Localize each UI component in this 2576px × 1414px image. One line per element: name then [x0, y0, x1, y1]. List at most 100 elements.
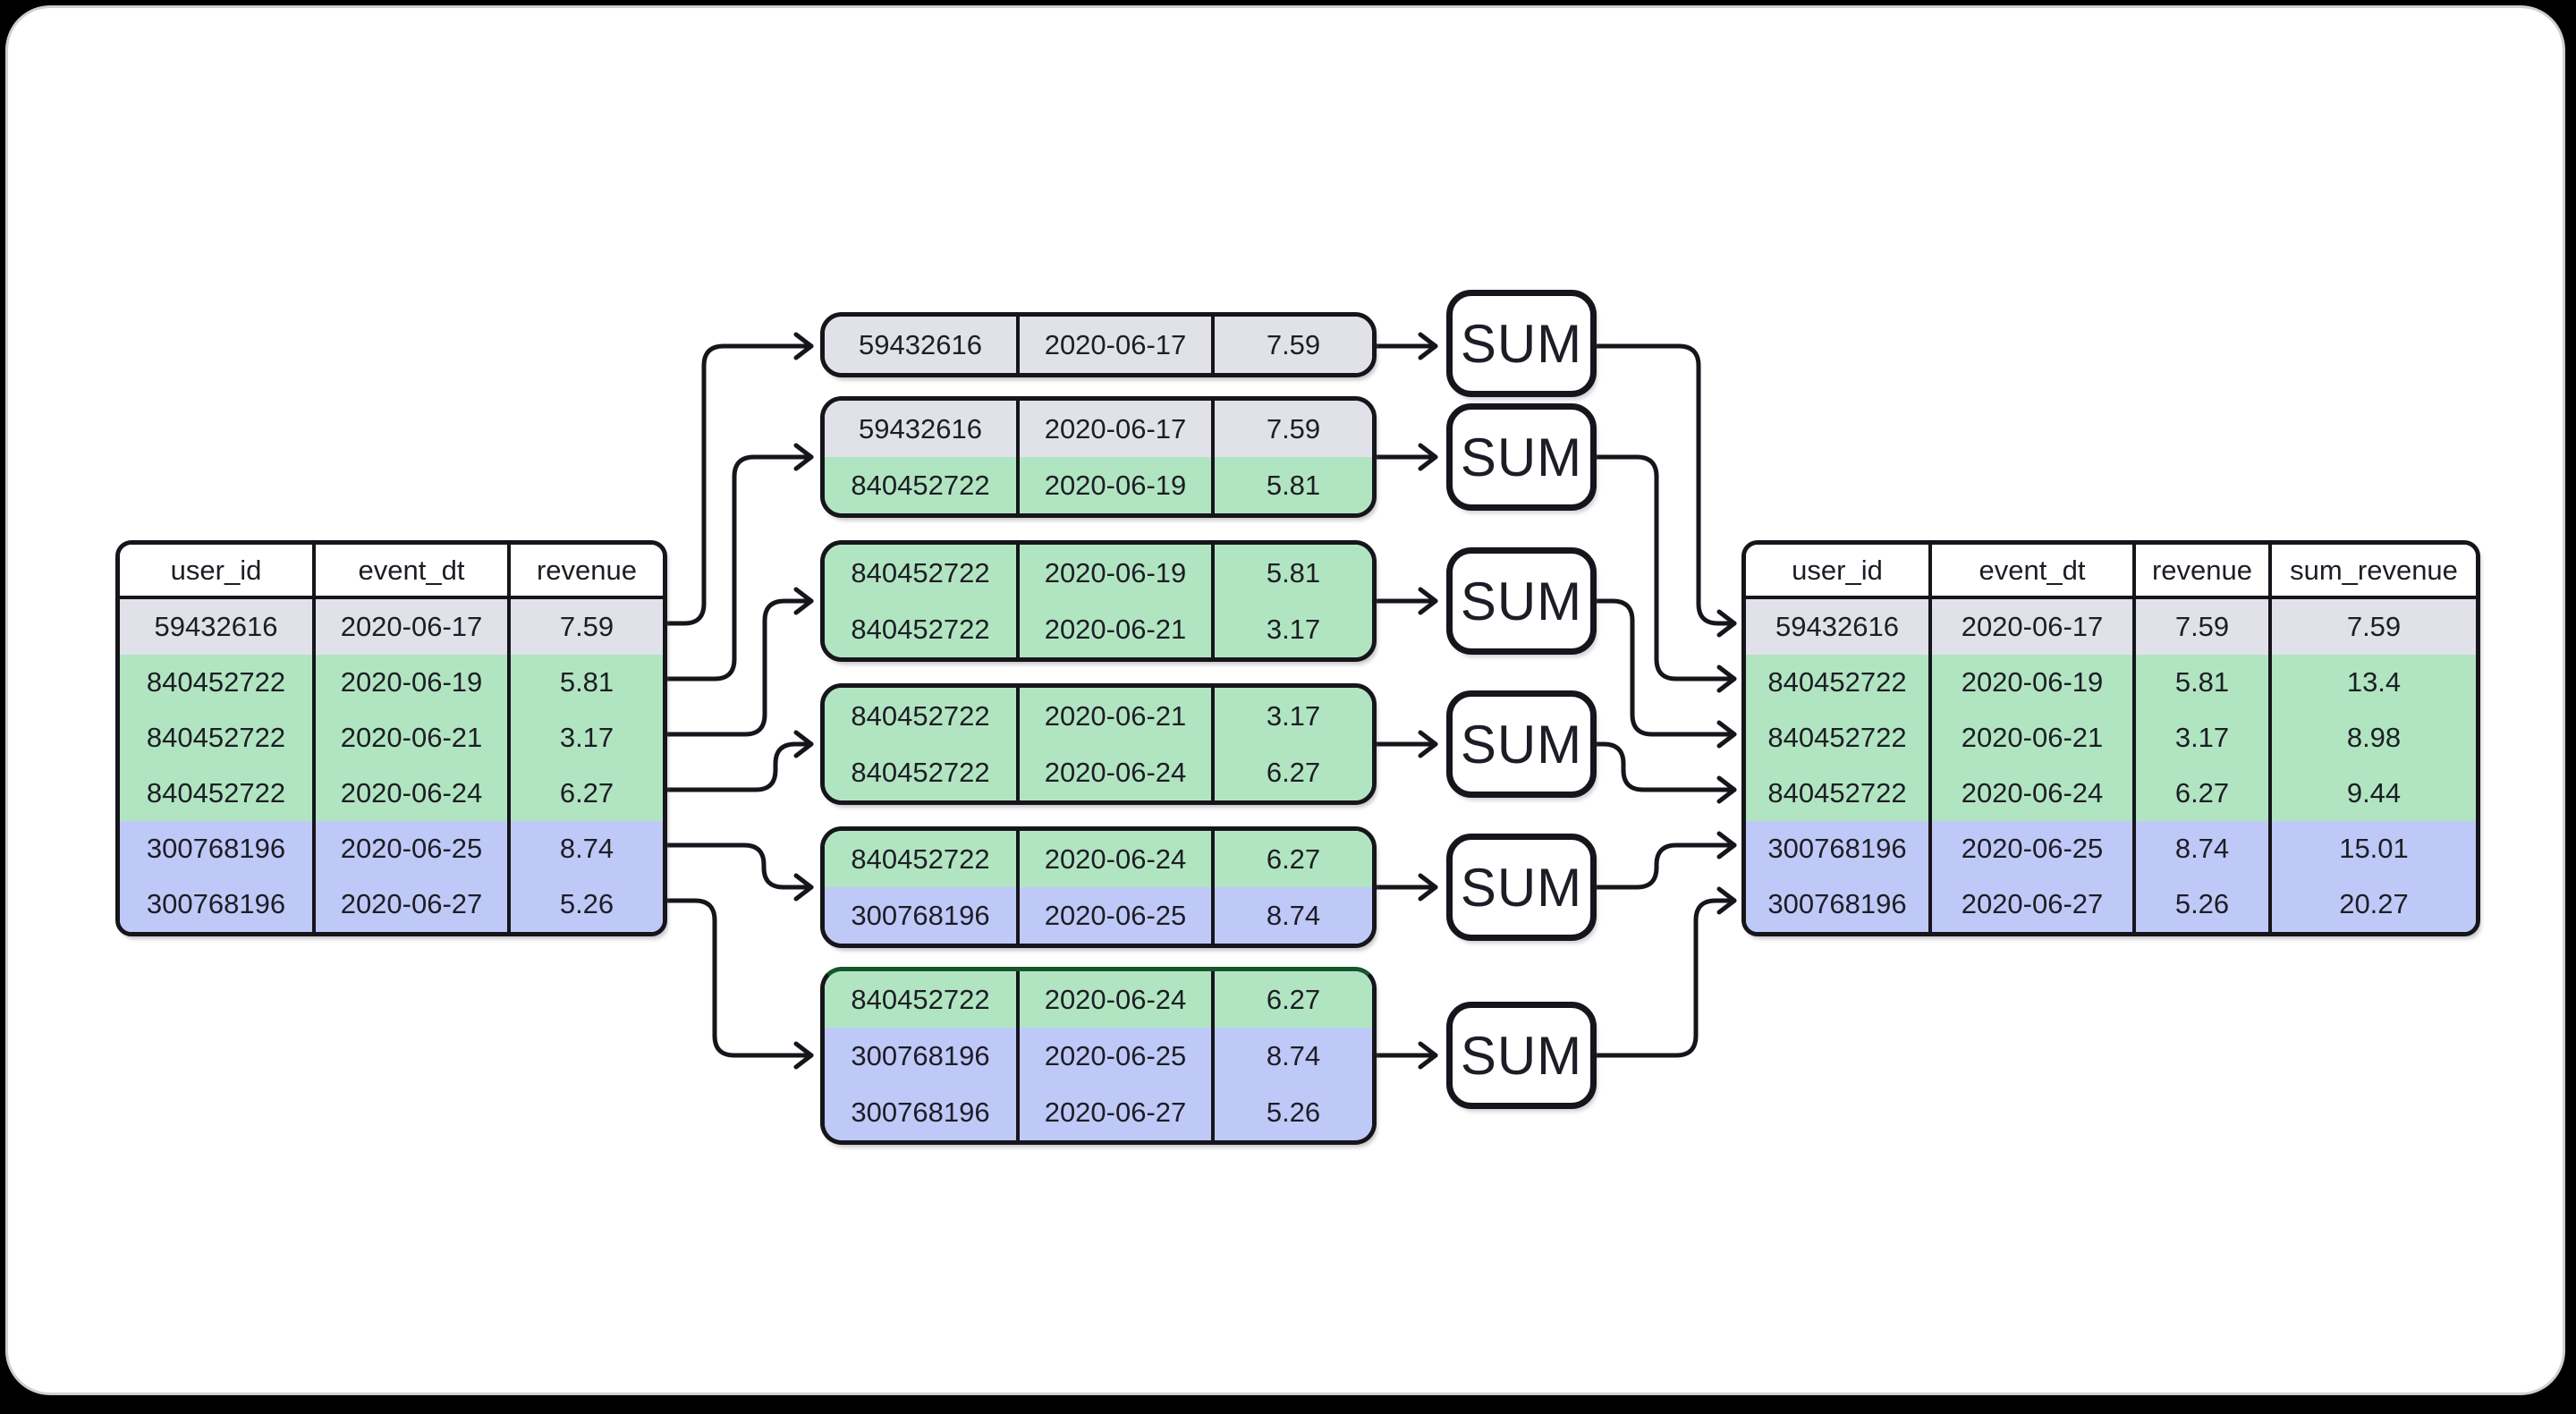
sum-node-3: SUM	[1446, 547, 1597, 655]
column-header-user-id: user_id	[120, 545, 316, 596]
cell-revenue: 8.74	[1266, 1039, 1321, 1071]
cell-revenue: 8.74	[2136, 821, 2272, 876]
column-header-revenue: revenue	[536, 554, 638, 586]
cell-event-dt: 2020-06-19	[316, 655, 511, 710]
cell-revenue: 6.27	[1266, 983, 1321, 1015]
sum-node-label: SUM	[1460, 571, 1583, 631]
sum-node-label: SUM	[1460, 313, 1583, 374]
cell-user-id: 59432616	[1746, 599, 1932, 655]
arrow-sum-4-to-result-row-4	[1594, 741, 1737, 804]
cell-event-dt: 2020-06-19	[1020, 457, 1215, 513]
cell-user-id: 300768196	[120, 876, 316, 932]
cell-revenue: 8.74	[559, 833, 614, 864]
sum-node-label: SUM	[1460, 1025, 1583, 1086]
column-header-event-dt: event_dt	[1932, 545, 2136, 596]
cell-user-id: 840452722	[825, 545, 1020, 601]
cell-event-dt: 2020-06-17	[1020, 317, 1215, 373]
column-header-revenue: revenue	[2136, 545, 2272, 596]
cell-revenue: 7.59	[1266, 328, 1321, 360]
cell-event-dt: 2020-06-17	[1932, 599, 2136, 655]
sum-node-6: SUM	[1446, 1002, 1597, 1109]
cell-revenue: 5.26	[559, 888, 614, 919]
cell-event-dt: 2020-06-24	[1932, 766, 2136, 821]
cell-event-dt: 2020-06-25	[1020, 887, 1215, 944]
cell-event-dt: 2020-06-25	[1932, 821, 2136, 876]
cell-event-dt: 2020-06-24	[1020, 744, 1215, 800]
cell-user-id: 300768196	[120, 821, 316, 876]
cell-sum-revenue: 8.98	[2346, 722, 2402, 753]
cell-event-dt: 2020-06-17	[316, 599, 511, 655]
cell-user-id: 840452722	[825, 831, 1020, 887]
arrow-source-row-3-to-window-3	[657, 587, 814, 737]
cell-user-id: 840452722	[825, 601, 1020, 657]
cell-event-dt: 2020-06-24	[1020, 971, 1215, 1028]
cell-revenue: 3.17	[1266, 613, 1321, 645]
cell-user-id: 300768196	[825, 1028, 1020, 1084]
arrow-source-row-4-to-window-4	[657, 730, 814, 792]
cell-event-dt: 2020-06-21	[316, 710, 511, 766]
sum-node-2: SUM	[1446, 403, 1597, 511]
sum-node-label: SUM	[1460, 857, 1583, 918]
cell-user-id: 59432616	[120, 599, 316, 655]
cell-revenue: 7.59	[1266, 412, 1321, 445]
cell-user-id: 840452722	[825, 457, 1020, 513]
cell-revenue: 5.26	[1266, 1096, 1321, 1128]
cell-revenue: 6.27	[559, 777, 614, 809]
cell-user-id: 840452722	[1746, 710, 1932, 766]
column-header-event-dt: event_dt	[316, 545, 511, 596]
cell-revenue: 5.81	[1266, 556, 1321, 588]
sum-node-4: SUM	[1446, 690, 1597, 798]
column-header-user-id: user_id	[1746, 545, 1932, 596]
cell-revenue: 5.81	[1266, 469, 1321, 501]
cell-event-dt: 2020-06-27	[316, 876, 511, 932]
cell-event-dt: 2020-06-19	[1932, 655, 2136, 710]
arrow-sum-6-to-result-row-6	[1594, 886, 1737, 1058]
cell-revenue: 6.27	[1266, 756, 1321, 788]
cell-user-id: 840452722	[120, 655, 316, 710]
result-table: user_id event_dt revenue sum_revenue 594…	[1741, 540, 2480, 936]
cell-user-id: 840452722	[120, 710, 316, 766]
cell-sum-revenue: 13.4	[2346, 666, 2402, 698]
cell-event-dt: 2020-06-21	[1932, 710, 2136, 766]
cell-user-id: 840452722	[825, 971, 1020, 1028]
arrow-source-row-5-to-window-5	[657, 842, 814, 902]
sum-node-label: SUM	[1460, 714, 1583, 775]
cell-user-id: 300768196	[1746, 876, 1932, 932]
arrow-sum-2-to-result-row-2	[1594, 454, 1737, 693]
cell-revenue: 3.17	[2136, 710, 2272, 766]
cell-user-id: 840452722	[825, 744, 1020, 800]
cell-event-dt: 2020-06-24	[316, 766, 511, 821]
result-table-header-row: user_id event_dt revenue sum_revenue	[1746, 545, 2476, 599]
arrow-source-row-1-to-window-1	[657, 332, 814, 626]
arrow-source-row-2-to-window-2	[657, 443, 814, 682]
arrow-sum-3-to-result-row-3	[1594, 598, 1737, 749]
cell-revenue: 6.27	[1266, 842, 1321, 875]
cell-event-dt: 2020-06-19	[1020, 545, 1215, 601]
column-header-sum-revenue: sum_revenue	[2290, 554, 2458, 586]
cell-user-id: 840452722	[1746, 655, 1932, 710]
cell-revenue: 5.81	[559, 666, 614, 698]
cell-event-dt: 2020-06-21	[1020, 601, 1215, 657]
cell-event-dt: 2020-06-25	[316, 821, 511, 876]
cell-sum-revenue: 9.44	[2346, 777, 2402, 809]
cell-revenue: 5.26	[2136, 876, 2272, 932]
cell-sum-revenue: 15.01	[2339, 833, 2409, 864]
cell-user-id: 840452722	[825, 688, 1020, 744]
